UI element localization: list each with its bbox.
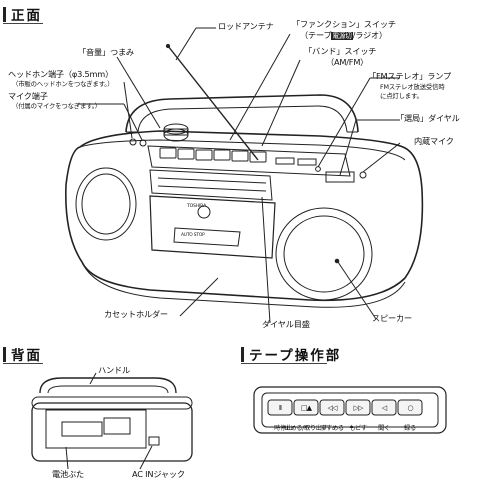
ac-in-jack-outline [148, 436, 160, 446]
battery-cover-outline [45, 409, 147, 449]
pause-key-shape [267, 399, 293, 416]
stop-eject-icon[interactable]: □▲ [301, 403, 312, 412]
dial-scale-label: ダイヤル目盛 [262, 319, 310, 329]
fast-forward-key-shape [319, 399, 345, 416]
handle-outer [125, 94, 359, 133]
cassette-window-text: AUTO STOP [181, 233, 205, 238]
mic-jack-note: （付属のマイクをつなぎます。） [12, 102, 101, 110]
right-speaker-outer [275, 207, 373, 301]
headphone-jack-note: （市販のヘッドホンをつなぎます。） [12, 80, 114, 88]
dial-scale-panel [149, 169, 273, 201]
left-speaker-inner [81, 173, 131, 235]
back-body [31, 402, 193, 462]
body-top-face [79, 139, 406, 161]
rod-antenna-line [167, 45, 259, 161]
antenna-tip [165, 43, 171, 49]
back-handle-inner [47, 385, 169, 394]
back-section-header: 背面 [3, 346, 43, 364]
right-speaker-inner [283, 215, 365, 293]
fm-stereo-lamp-note-2: に点灯します。 [380, 92, 423, 100]
rewind-key-shape [345, 399, 371, 416]
fm-stereo-lamp-note-1: FMステレオ放送受信時 [380, 83, 445, 91]
tape-section-header: テープ操作部 [241, 346, 341, 364]
ac-in-jack-label: AC INジャック [132, 469, 185, 479]
tuning-dial-label: 「選局」ダイヤル [396, 113, 460, 123]
tape-key-label: 止める/取り出す [284, 425, 328, 432]
tape-key-label: 録る [404, 425, 416, 432]
tape-panel-outline [253, 386, 447, 434]
headphone-jack-label: ヘッドホン端子（φ3.5mm） [8, 69, 114, 79]
mic-jack-label: マイク端子 [8, 91, 48, 101]
back-handle-outer [39, 377, 177, 394]
record-icon[interactable]: ○ [407, 403, 413, 412]
tape-key-label: 聞く [378, 425, 390, 432]
volume-knob-label: 「音量」つまみ [78, 47, 134, 57]
tape-key-label: すすめる [320, 425, 344, 432]
speaker-label: スピーカー [372, 313, 412, 323]
handle-inner [137, 105, 348, 133]
fm-stereo-lamp-label: 「FMステレオ」ランプ [368, 71, 452, 81]
rod-antenna-label: ロッドアンテナ [218, 21, 274, 31]
builtin-mic-label: 内蔵マイク [414, 136, 454, 146]
pause-icon[interactable]: II [278, 403, 282, 412]
record-key-shape [397, 399, 423, 416]
front-section-header: 正面 [3, 6, 43, 24]
function-switch-label: 「ファンクション」スイッチ [292, 19, 396, 29]
handle-label: ハンドル [98, 365, 130, 375]
battery-cover-label: 電池ぶた [52, 469, 84, 479]
stop-eject-key-shape [293, 399, 319, 416]
left-speaker-outer [75, 167, 137, 241]
rewind-icon[interactable]: ▷▷ [353, 403, 364, 412]
play-icon[interactable]: ◁ [381, 403, 387, 412]
play-key-shape [371, 399, 397, 416]
cassette-window [173, 227, 241, 247]
control-panel [147, 145, 351, 177]
band-switch-label: 「バンド」スイッチ [304, 46, 377, 56]
fast-forward-icon[interactable]: ◁◁ [327, 403, 338, 412]
function-switch-sub: （テープ電源切/ラジオ） [300, 30, 388, 40]
tape-key-label: もどす [349, 425, 367, 432]
brand-mark: TOSHIBA [187, 204, 207, 209]
cassette-holder [149, 195, 276, 259]
cassette-holder-label: カセットホルダー [104, 309, 168, 319]
body-outline [65, 130, 424, 302]
band-switch-sub: （AM/FM） [326, 57, 369, 67]
power-off-badge: 電源切 [331, 32, 353, 40]
tape-key-label: 一時停止 [268, 425, 292, 432]
back-body-top [31, 396, 193, 410]
